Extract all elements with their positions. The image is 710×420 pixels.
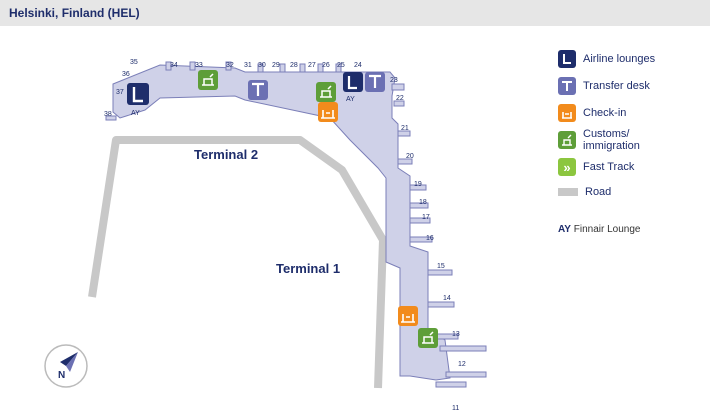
gate-label: 37: [116, 89, 124, 96]
check-in-icon: [398, 306, 418, 326]
finnair-lounge-note: AY Finnair Lounge: [558, 224, 640, 235]
road: [88, 136, 387, 389]
check-in-icon: [558, 104, 576, 122]
legend-label: Road: [585, 186, 612, 198]
terminal-2-label: Terminal 2: [194, 147, 258, 162]
customs-icon: [418, 328, 438, 348]
gate-label: 22: [396, 95, 404, 102]
gate-labels: 35 34 33 32 31 30 29 28 27 26 25 24 23 2…: [104, 59, 466, 412]
terminal-building: [112, 64, 451, 381]
legend-item-check-in: Check-in: [558, 104, 626, 122]
airport-map: 35 34 33 32 31 30 29 28 27 26 25 24 23 2…: [44, 59, 487, 412]
legend-item-transfer: Transfer desk: [558, 77, 650, 95]
legend-item-road: Road: [558, 186, 611, 198]
gate-label: 30: [258, 62, 266, 69]
gate-label: 14: [443, 295, 451, 302]
customs-icon: [198, 70, 218, 90]
legend-label: Fast Track: [583, 161, 635, 173]
gate-label: 38: [104, 111, 112, 118]
gate-label: 28: [290, 62, 298, 69]
customs-icon: [558, 131, 576, 149]
gate-label: 23: [390, 77, 398, 84]
transfer-desk-icon: [365, 72, 385, 92]
lounge-icon: AY: [343, 72, 363, 103]
gate-label: 18: [419, 199, 427, 206]
transfer-desk-icon: [558, 77, 576, 95]
gate-label: 16: [426, 235, 434, 242]
road-swatch: [558, 188, 578, 196]
gate-label: 13: [452, 331, 460, 338]
legend-label: Transfer desk: [583, 80, 650, 92]
legend-item-lounge: Airline lounges: [558, 50, 655, 68]
gate-piers: [105, 61, 487, 388]
gate-label: 24: [354, 62, 362, 69]
fast-track-icon: »: [558, 158, 576, 176]
gate-label: 21: [401, 125, 409, 132]
gate-label: 33: [195, 62, 203, 69]
legend-item-fast-track: » Fast Track: [558, 158, 634, 176]
lounge-code: AY: [346, 96, 355, 103]
gate-label: 32: [226, 62, 234, 69]
gate-label: 29: [272, 62, 280, 69]
ay-code: AY: [558, 224, 571, 235]
header-bar: Helsinki, Finland (HEL): [0, 0, 710, 26]
gate-label: 17: [422, 214, 430, 221]
gate-label: 15: [437, 263, 445, 270]
terminal-1-label: Terminal 1: [276, 261, 340, 276]
gate-label: 26: [322, 62, 330, 69]
transfer-desk-icon: [248, 80, 268, 100]
gate-label: 34: [170, 62, 178, 69]
gate-label: 20: [406, 153, 414, 160]
legend-item-customs: Customs/ immigration: [558, 128, 663, 152]
lounge-code: AY: [131, 110, 140, 117]
gate-label: 19: [414, 181, 422, 188]
check-in-icon: [318, 102, 338, 122]
compass-icon: N: [44, 344, 88, 388]
gate-label: 12: [458, 361, 466, 368]
gate-label: 11: [452, 405, 459, 412]
legend-label: Airline lounges: [583, 53, 656, 65]
gate-label: 25: [337, 62, 345, 69]
legend-label: Check-in: [583, 107, 627, 119]
gate-label: 35: [130, 59, 138, 66]
legend-label: Customs/ immigration: [583, 128, 640, 152]
ay-label: Finnair Lounge: [573, 224, 641, 235]
gate-label: 36: [122, 71, 130, 78]
lounge-icon: AY: [127, 83, 149, 117]
gate-label: 31: [244, 62, 252, 69]
customs-icon: [316, 82, 336, 102]
compass-north-label: N: [58, 370, 65, 381]
page-title: Helsinki, Finland (HEL): [9, 6, 140, 20]
gate-label: 27: [308, 62, 316, 69]
lounge-icon: [558, 50, 576, 68]
